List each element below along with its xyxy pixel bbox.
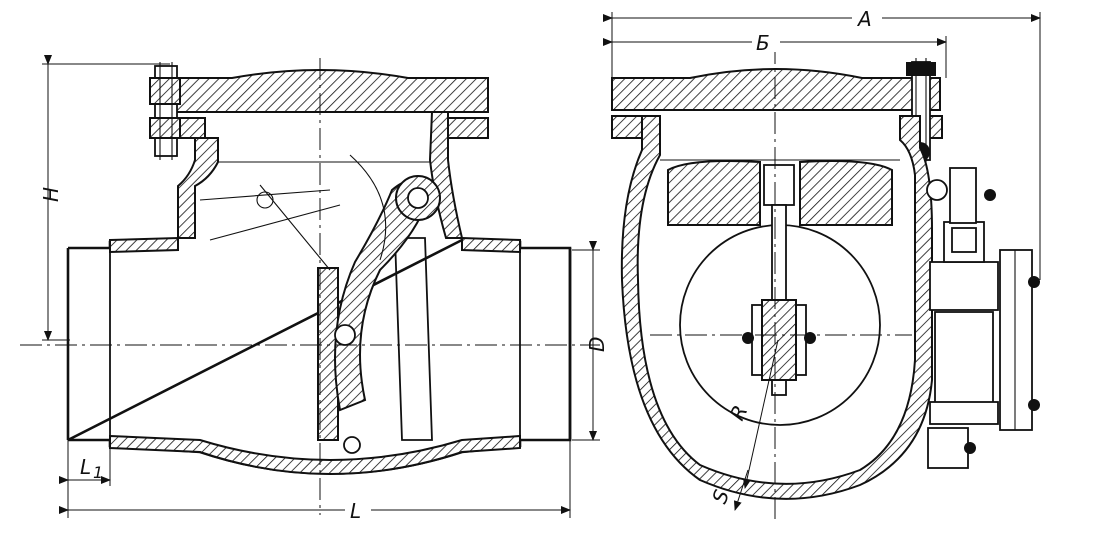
side-section-view: H D L L 1 (20, 55, 609, 523)
left-cover (171, 69, 489, 113)
right-body-flange (611, 115, 943, 139)
left-bolt (149, 62, 181, 160)
front-section-view: A Б R S (603, 4, 1041, 520)
left-pipe-wall-top (109, 236, 521, 254)
label-L1: L (80, 455, 91, 479)
left-body-wall-left (177, 137, 219, 239)
dim-S (733, 469, 749, 511)
left-lever-pin (334, 324, 356, 346)
label-H: H (39, 187, 63, 202)
right-stem-head (763, 164, 795, 206)
left-seat (317, 267, 339, 441)
left-seat-ring (394, 237, 433, 441)
label-L: L (350, 499, 361, 523)
label-B: Б (756, 31, 770, 55)
label-D: D (585, 337, 609, 352)
right-body-wall (620, 115, 933, 500)
left-open-position (199, 154, 387, 271)
right-side-actuator (926, 167, 1040, 469)
dim-R (743, 339, 779, 489)
right-cover (611, 68, 941, 111)
left-lower-pin (343, 436, 361, 454)
label-A: A (856, 7, 872, 31)
right-yoke (667, 160, 893, 226)
label-L1-sub: 1 (93, 463, 103, 482)
left-pipe-wall-bottom (109, 434, 521, 475)
